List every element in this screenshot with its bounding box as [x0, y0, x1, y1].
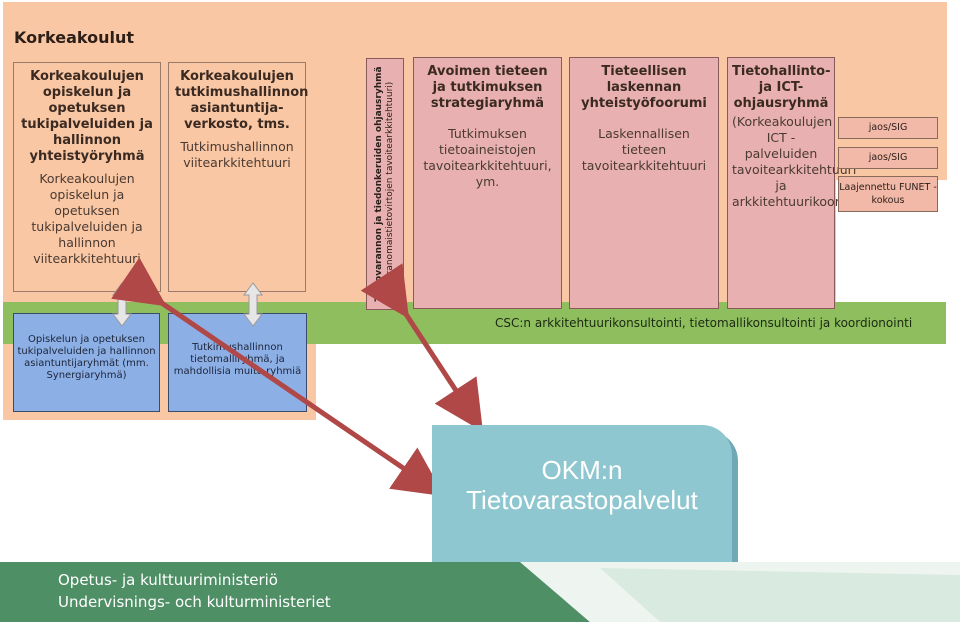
box-tutkimushallinto-verkosto: Korkeakoulujen tutkimushallinnon asiantu…: [168, 62, 309, 292]
ministry-name-sv: Undervisnings- och kulturministeriet: [58, 593, 331, 611]
box-laskenta-foorumi: Tieteellisen laskennan yhteistyöfoorumi …: [569, 57, 719, 309]
box-title: Korkeakoulujen tutkimushallinnon asiantu…: [175, 69, 309, 132]
box-funet-kokous: Laajennettu FUNET -kokous: [838, 176, 938, 212]
red-arrow-to-okm-center: [360, 263, 483, 432]
red-arrow-to-okm-left: [111, 257, 445, 497]
okm-line1: OKM:n: [541, 455, 623, 485]
box-jaos-sig-2: jaos/SIG: [838, 147, 938, 169]
box-subtitle: Laskennallisen tieteen tavoitearkkitehtu…: [581, 126, 707, 173]
box-jaos-sig-1: jaos/SIG: [838, 117, 938, 139]
box-subtitle: Tutkimuksen tietoaineistojen tavoitearkk…: [423, 126, 552, 189]
csc-label: CSC:n arkkitehtuurikonsultointi, tietoma…: [495, 316, 913, 330]
box-ict-ohjausryhma: Tietohallinto-ja ICT-ohjausryhmä (Korkea…: [727, 57, 895, 309]
box-title: Tietohallinto-ja ICT-ohjausryhmä: [732, 64, 831, 111]
ministry-name-fi: Opetus- ja kulttuuriministeriö: [58, 571, 278, 589]
box-title: Tieteellisen laskennan yhteistyöfoorumi: [581, 64, 707, 111]
box-title: Korkeakoulujen opiskelun ja opetuksen tu…: [21, 69, 153, 164]
okm-line2: Tietovarastopalvelut: [466, 485, 698, 515]
box-text: Opiskelun ja opetuksen tukipalveluiden j…: [17, 334, 156, 381]
box-opetus-yhteistyoryhma: Korkeakoulujen opiskelun ja opetuksen tu…: [13, 62, 161, 292]
page-title: Korkeakoulut: [14, 28, 134, 47]
box-subtitle: Tutkimushallinnon viitearkkitehtuuri: [180, 139, 294, 170]
box-title: Avoimen tieteen ja tutkimuksen strategia…: [427, 64, 548, 111]
